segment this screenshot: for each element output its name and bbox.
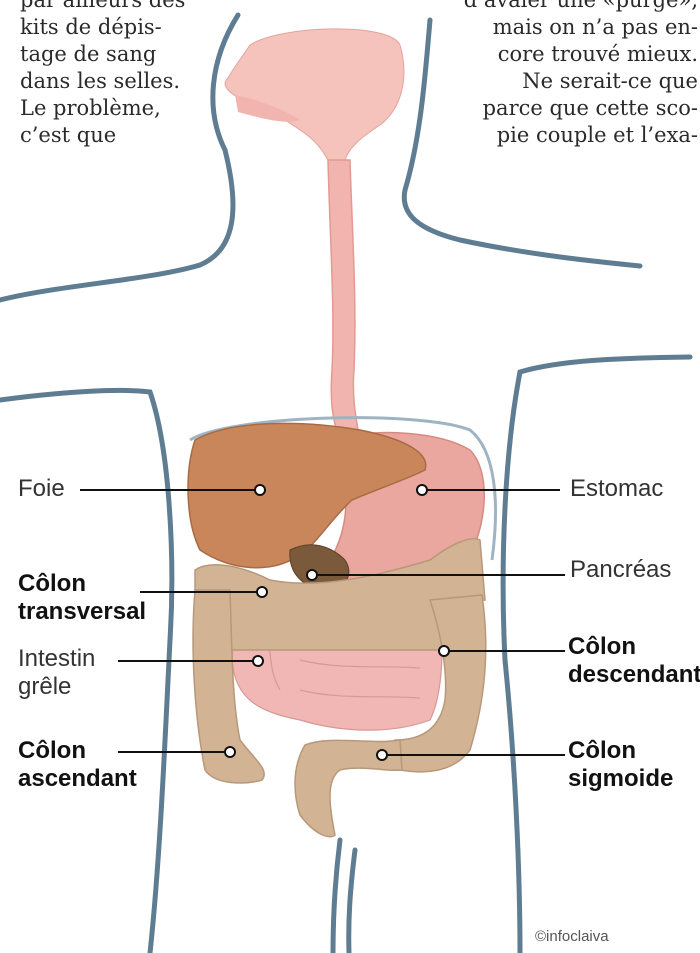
marker-intestin-grele — [253, 656, 263, 666]
article-line: Ne serait-ce que — [428, 68, 698, 95]
marker-colon-ascendant — [225, 747, 235, 757]
marker-colon-descendant — [439, 646, 449, 656]
article-line: parce que cette sco- — [428, 95, 698, 122]
article-line: core trouvé mieux. — [428, 41, 698, 68]
label-foie: Foie — [18, 475, 65, 503]
marker-foie — [255, 485, 265, 495]
marker-estomac — [417, 485, 427, 495]
article-line: d’avaler une «purge», — [428, 0, 698, 14]
label-line: Intestin — [18, 645, 95, 673]
article-left-column: par ailleurs des kits de dépis- tage de … — [20, 0, 198, 149]
article-right-column: d’avaler une «purge», mais on n’a pas en… — [428, 0, 698, 149]
article-line: mais on n’a pas en- — [428, 14, 698, 41]
article-line: c’est que — [20, 122, 198, 149]
label-line: sigmoide — [568, 765, 673, 793]
label-colon-transversal: Côlon transversal — [18, 570, 146, 626]
label-estomac: Estomac — [570, 475, 663, 503]
marker-colon-transversal — [257, 587, 267, 597]
label-line: Côlon — [18, 570, 146, 598]
marker-colon-sigmoide — [377, 750, 387, 760]
label-line: descendant — [568, 661, 700, 689]
label-colon-descendant: Côlon descendant — [568, 633, 700, 689]
article-line: Le problème, — [20, 95, 198, 122]
article-line: dans les selles. — [20, 68, 198, 95]
credit-text: ©infoclaiva — [535, 928, 609, 945]
label-line: ascendant — [18, 765, 137, 793]
label-line: transversal — [18, 598, 146, 626]
marker-pancreas — [307, 570, 317, 580]
label-line: Côlon — [568, 633, 700, 661]
article-line: par ailleurs des — [20, 0, 198, 14]
article-line: kits de dépis- — [20, 14, 198, 41]
esophagus — [328, 160, 360, 440]
head-shape — [225, 29, 404, 165]
label-pancreas: Pancréas — [570, 556, 671, 584]
label-colon-sigmoide: Côlon sigmoide — [568, 737, 673, 793]
label-colon-ascendant: Côlon ascendant — [18, 737, 137, 793]
label-line: Côlon — [568, 737, 673, 765]
article-line: tage de sang — [20, 41, 198, 68]
label-line: grêle — [18, 673, 95, 701]
article-line: pie couple et l’exa- — [428, 122, 698, 149]
label-intestin-grele: Intestin grêle — [18, 645, 95, 701]
label-line: Côlon — [18, 737, 137, 765]
